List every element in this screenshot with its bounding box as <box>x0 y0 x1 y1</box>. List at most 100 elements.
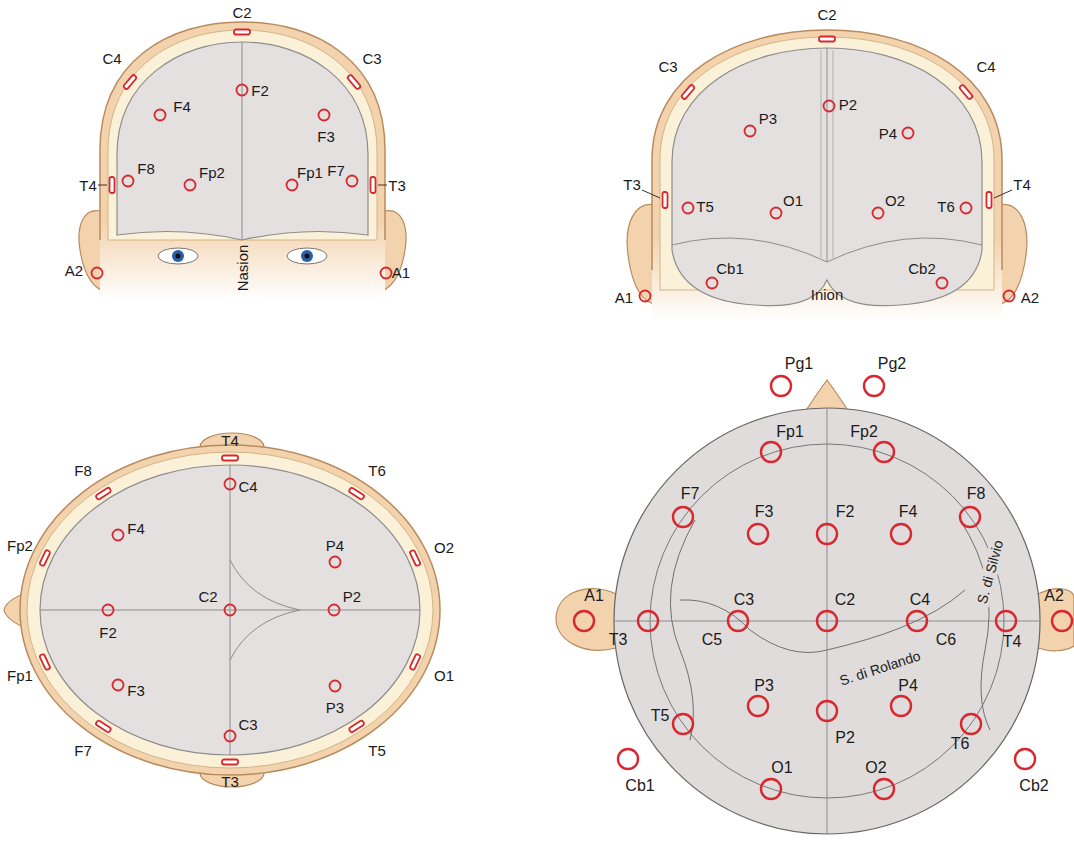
electrode-label: Fp2 <box>199 165 225 180</box>
back-view-head <box>627 30 1027 320</box>
electrode-dot <box>673 507 693 527</box>
electrode-label: F4 <box>899 504 918 520</box>
electrode-pad <box>349 487 365 500</box>
electrode-label: F2 <box>251 83 269 98</box>
electrode-label: F4 <box>127 521 145 536</box>
electrode-label: P3 <box>754 678 774 694</box>
electrode-label: T4 <box>79 178 97 193</box>
electrode-dot <box>683 203 694 214</box>
electrode-pad <box>95 720 111 733</box>
electrode-dot <box>673 714 693 734</box>
electrode-label: C2 <box>198 589 217 604</box>
electrode-dot <box>113 530 124 541</box>
electrode-label: O2 <box>434 540 454 555</box>
electrode-dot <box>817 701 837 721</box>
electrode-dot <box>330 681 341 692</box>
electrode-pad <box>959 84 973 99</box>
electrode-label: F4 <box>173 99 191 114</box>
electrode-dot <box>1015 749 1035 769</box>
electrode-dot <box>113 680 124 691</box>
electrode-label: P2 <box>839 97 857 112</box>
electrode-dot <box>761 442 781 462</box>
electrode-dot <box>225 605 236 616</box>
electrode-dot <box>123 176 134 187</box>
electrode-pad <box>987 192 992 208</box>
electrode-label: P2 <box>835 730 855 746</box>
electrode-dot <box>937 278 948 289</box>
electrode-label: F8 <box>967 486 986 502</box>
electrode-label: O1 <box>434 668 454 683</box>
electrode-label: Cb1 <box>716 261 744 276</box>
electrode-pad <box>222 760 238 765</box>
electrode-dot <box>103 605 114 616</box>
electrode-dot <box>1004 291 1015 302</box>
landmark-label: Nasion <box>235 245 250 292</box>
electrode-label: Cb2 <box>908 261 936 276</box>
electrode-dot <box>638 611 658 631</box>
electrode-dot <box>817 524 837 544</box>
sulcus-label: S. di Silvio <box>973 536 1006 607</box>
electrode-label: C5 <box>702 632 722 648</box>
electrode-label: C6 <box>936 632 956 648</box>
electrode-label: P3 <box>759 111 777 126</box>
electrode-pad <box>222 456 238 461</box>
electrode-pad <box>349 720 365 733</box>
electrode-label: T3 <box>609 632 628 648</box>
electrode-dot <box>903 128 914 139</box>
electrode-dot <box>961 714 981 734</box>
electrode-dot <box>761 779 781 799</box>
electrode-label: C2 <box>232 5 251 20</box>
electrode-label: T6 <box>368 463 386 478</box>
electrode-label: P4 <box>879 126 897 141</box>
electrode-dot <box>225 731 236 742</box>
electrode-label: F7 <box>681 486 700 502</box>
electrode-dot <box>817 611 837 631</box>
electrode-label: F3 <box>755 504 774 520</box>
electrode-label: Fp2 <box>850 424 878 440</box>
electrode-label: C3 <box>658 59 677 74</box>
electrode-label: T5 <box>696 199 714 214</box>
electrode-label: F7 <box>74 743 92 758</box>
electrode-dot <box>155 110 166 121</box>
electrode-label: C4 <box>910 592 930 608</box>
electrode-dot <box>824 101 835 112</box>
electrode-label: F8 <box>137 161 155 176</box>
electrode-label: P3 <box>326 700 344 715</box>
electrode-dot <box>381 268 392 279</box>
electrode-label: Fp1 <box>7 668 33 683</box>
electrode-dot <box>574 611 594 631</box>
electrode-label: T4 <box>1003 634 1022 650</box>
electrode-pad <box>347 74 361 89</box>
electrode-pad <box>681 84 695 99</box>
electrode-label: A2 <box>1021 290 1039 305</box>
electrode-pad <box>663 192 668 208</box>
electrode-dot <box>1052 611 1072 631</box>
electrode-dot <box>874 779 894 799</box>
electrode-dot <box>237 85 248 96</box>
electrode-dot <box>907 611 927 631</box>
electrode-label: C2 <box>835 592 855 608</box>
electrode-pad <box>234 30 250 35</box>
electrode-dot <box>873 208 884 219</box>
landmark-label: Inion <box>811 287 844 302</box>
electrode-dot <box>92 268 103 279</box>
top-view-head <box>4 433 440 787</box>
electrode-dot <box>771 208 782 219</box>
electrode-label: T6 <box>951 736 970 752</box>
electrode-dot <box>319 110 330 121</box>
electrode-label: C4 <box>102 51 121 66</box>
electrode-dot <box>618 749 638 769</box>
electrode-dot <box>640 291 651 302</box>
electrode-label: Pg1 <box>785 356 813 372</box>
electrode-label: T3 <box>388 178 406 193</box>
front-view-head <box>79 22 406 300</box>
electrode-label: P4 <box>898 678 918 694</box>
electrode-dot <box>748 524 768 544</box>
electrode-label: T4 <box>221 433 239 448</box>
electrode-label: Pg2 <box>878 356 906 372</box>
electrodes <box>39 30 1072 800</box>
electrode-label: C3 <box>734 592 754 608</box>
electrode-label: A1 <box>584 588 604 604</box>
